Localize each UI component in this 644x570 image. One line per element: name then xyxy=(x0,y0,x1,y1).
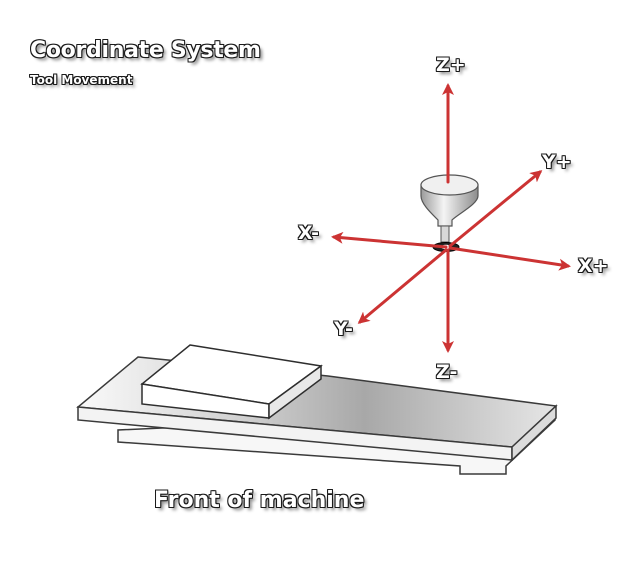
spindle-head xyxy=(420,184,479,227)
y-plus-arrow xyxy=(448,170,543,248)
z-minus-label: Z- xyxy=(436,361,458,383)
page-subtitle: Tool Movement xyxy=(30,73,133,87)
y-plus-label: Y+ xyxy=(542,151,572,173)
page-title: Coordinate System xyxy=(30,38,261,63)
table-right-face xyxy=(511,404,557,462)
y-minus-label: Y- xyxy=(334,318,353,340)
x-plus-label: X+ xyxy=(578,255,609,277)
y-minus-arrow xyxy=(357,248,448,324)
front-of-machine-label: Front of machine xyxy=(154,488,365,513)
block-right xyxy=(268,364,322,420)
x-minus-arrow xyxy=(331,231,448,249)
spindle-tool xyxy=(420,174,479,252)
z-plus-label: Z+ xyxy=(436,54,466,76)
machine-table xyxy=(76,356,558,475)
x-plus-arrow xyxy=(448,246,571,271)
axis-arrows xyxy=(331,83,571,353)
workpiece-block xyxy=(140,344,323,420)
tool-bit xyxy=(440,225,450,243)
x-minus-label: X- xyxy=(298,222,319,244)
